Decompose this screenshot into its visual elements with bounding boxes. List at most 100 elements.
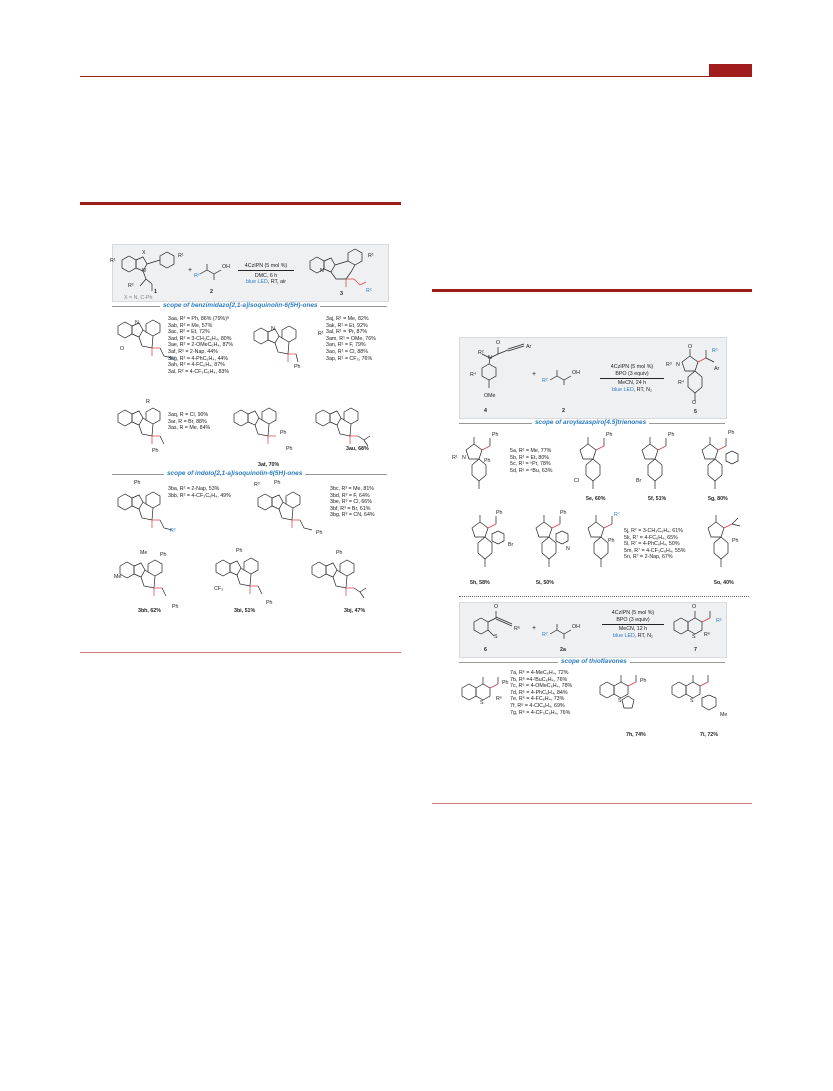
reactant-2-oh-label: OH (222, 264, 230, 270)
product-7-s: S (692, 634, 696, 640)
label-3bi: 3bi, 51% (234, 608, 256, 614)
right-section-divider (459, 596, 749, 597)
scaffold-5o-ph: Ph (732, 538, 739, 544)
scaffold-5e-cl: Cl (574, 478, 580, 484)
azaspiro-r1-list: 5a, R¹ = Me, 77% 5b, R¹ = Et, 80% 5c, R¹… (510, 448, 552, 474)
scaffold-5h-ph: Ph (496, 510, 503, 516)
r2-condition-light: blue LED, RT, N₂ (613, 632, 653, 639)
scaffold-3at-ph2: Ph (286, 446, 293, 452)
scaffold-3bi-structure (214, 550, 280, 604)
reactant-6-o: O (494, 604, 499, 610)
list8-item-5: 7f, R⁶ = 4-ClC₆H₄, 69% (510, 702, 565, 709)
reactant-r2-label: R² (128, 283, 134, 289)
product-7-structure (670, 608, 726, 648)
product-7-r2: R² (716, 618, 722, 624)
scaffold-3bh-me1: Me (140, 550, 148, 556)
list1-item-5: 3af, R² = 2-Nap, 44% (168, 348, 218, 355)
list2-item-1: 3ak, R¹ = Et, 92% (326, 322, 368, 329)
scaffold-7h-structure (596, 670, 656, 726)
left-arrow (238, 270, 294, 271)
reactant-n-label: N (142, 268, 146, 274)
benzimidazo-r-list: 3aq, R = Cl, 90% 3ar, R = Br, 88% 3as, R… (168, 412, 210, 432)
scaffold-3aj-n: N (271, 326, 275, 332)
list3-item-2: 3as, R = Me, 84% (168, 425, 211, 432)
list3-item-1: 3ar, R = Br, 88% (168, 418, 207, 425)
scaffold-3bc-ph2: Ph (316, 530, 323, 536)
scaffold-3bj-ph: Ph (336, 550, 343, 556)
reactant-2b-oh: OH (572, 370, 580, 376)
scaffold-3bh-me2: Me (114, 574, 122, 580)
scaffold-3bc-r3: R³ (254, 482, 260, 488)
scaffold-3aq-structure (116, 400, 178, 456)
reactant-6-s: S (494, 634, 498, 640)
label-7i: 7i, 72% (700, 732, 718, 738)
scaffold-5a-n: N (462, 455, 466, 461)
reactant-4-ar: Ar (526, 344, 532, 350)
list7-item-2: 5l, R⁷ = 4-PhC₆H₄, 50% (624, 541, 680, 548)
list8-item-0: 7a, R⁶ = 4-MeC₆H₄, 72% (510, 670, 569, 676)
azaspiro-r7-list: 5j, R⁷ = 3-CH₃C₆H₄, 61% 5k, R⁷ = 4-FC₆H₄… (624, 528, 686, 561)
list8-item-2: 7c, R⁶ = 4-OMeC₆H₄, 78% (510, 683, 573, 690)
label-5o: 5o, 40% (714, 580, 734, 586)
left-footer-rule (80, 652, 401, 653)
r2-condition-solvent: MeCN, 12 h (618, 626, 648, 633)
label-7h: 7h, 74% (626, 732, 646, 738)
scaffold-3aq-ph: Ph (152, 448, 159, 454)
scaffold-5a-r1: R¹ (452, 455, 458, 461)
scaffold-3bi-ph: Ph (236, 548, 243, 554)
scaffold-7i-structure (668, 670, 740, 726)
left-condition-solvent: DMC, 6 h (254, 272, 278, 279)
scope-4-label: scope of thioflavones (558, 658, 630, 665)
reactant-6-r6: R⁶ (514, 626, 521, 632)
scaffold-5f-br: Br (636, 478, 642, 484)
scaffold-3bi-ph2: Ph (266, 600, 273, 606)
reactant-4-r4: R⁴ (470, 372, 477, 378)
scaffold-5o-structure (694, 510, 748, 580)
reactant-2b-r2: R² (542, 378, 548, 384)
scaffold-3ba-structure (116, 484, 178, 540)
list5-item-4: 3bg, R³ = CN, 64% (330, 512, 375, 519)
indolo-r3-list: 3bc, R³ = Me, 81% 3bd, R³ = F, 64% 3be, … (330, 486, 375, 519)
reactant-4-o: O (496, 340, 501, 346)
reactant-x-label: X (142, 250, 146, 256)
scaffold-5g-structure (688, 432, 748, 502)
list6-item-1: 5b, R¹ = Et, 80% (510, 454, 550, 461)
product-5-r4: R⁴ (678, 380, 685, 386)
label-5f: 5f, 51% (648, 496, 667, 502)
label-5i: 5i, 50% (536, 580, 554, 586)
scaffold-3ba-ph: Ph (134, 480, 141, 486)
reactant-6-structure (468, 608, 528, 648)
label-5e: 5e, 60% (586, 496, 606, 502)
compound-6-number: 6 (484, 647, 487, 653)
product-5-structure (672, 340, 728, 414)
scaffold-5a-structure (452, 432, 506, 502)
right-conditions-2: 4CzIPN (5 mol %) BPO (3 equiv) MeCN, 12 … (602, 610, 664, 639)
list1-item-1: 3ab, R² = Me, 57% (168, 322, 213, 329)
header-rule (80, 76, 752, 77)
product-5-r2: R² (712, 348, 718, 354)
product-3-structure (306, 247, 382, 297)
scaffold-3aj-ph: Ph (294, 364, 301, 370)
r1-condition-catalyst: 4CzIPN (5 mol %) (610, 364, 654, 370)
indolo-r2-list: 3ba, R² = 2-Nap, 53% 3bb, R² = 4-CF₃C₆H₄… (168, 486, 231, 499)
right-conditions-1: 4CzIPN (5 mol %) BPO (3 equiv) MeCN, 24 … (600, 364, 664, 393)
list5-item-1: 3bd, R³ = F, 64% (330, 492, 370, 499)
list2-item-5: 3ao, R¹ = Cl, 88% (326, 348, 368, 355)
list6-item-3: 5d, R¹ = ⁿBu, 63% (510, 467, 553, 474)
reactant-2a-r2: R² (542, 632, 548, 638)
list8-item-6: 7g, R⁶ = 4-CF₃C₆H₄, 76% (510, 709, 571, 716)
thioflavone-r6-list: 7a, R⁶ = 4-MeC₆H₄, 72% 7b, R⁶ =4-ᵗBuC₆H₄… (510, 670, 572, 716)
scaffold-3at-ph1: Ph (280, 430, 287, 436)
scope-3-label: scope of aroylazaspiro[4.5]trienones (532, 419, 650, 426)
scope-2-label: scope of indolo[2,1-a]isoquinolin-6(5H)-… (164, 470, 306, 477)
r2-condition-catalyst: 4CzIPN (5 mol %) (611, 610, 655, 616)
plus-sign-3: + (532, 625, 537, 632)
scaffold-3bh-ph: Ph (160, 552, 167, 558)
list1-item-8: 3al, R² = 4-CF₃C₆H₄, 83% (168, 368, 230, 375)
reactant-2a-oh: OH (572, 624, 580, 630)
list2-item-6: 3ap, R¹ = CF₃, 76% (326, 355, 373, 362)
right-arrow-2 (602, 624, 664, 625)
list5-item-3: 3bf, R³ = Br, 61% (330, 505, 371, 512)
list1-item-6: 3ag, R² = 4-PhC₆H₄, 44% (168, 355, 229, 362)
scaffold-3bh-structure (118, 552, 184, 606)
